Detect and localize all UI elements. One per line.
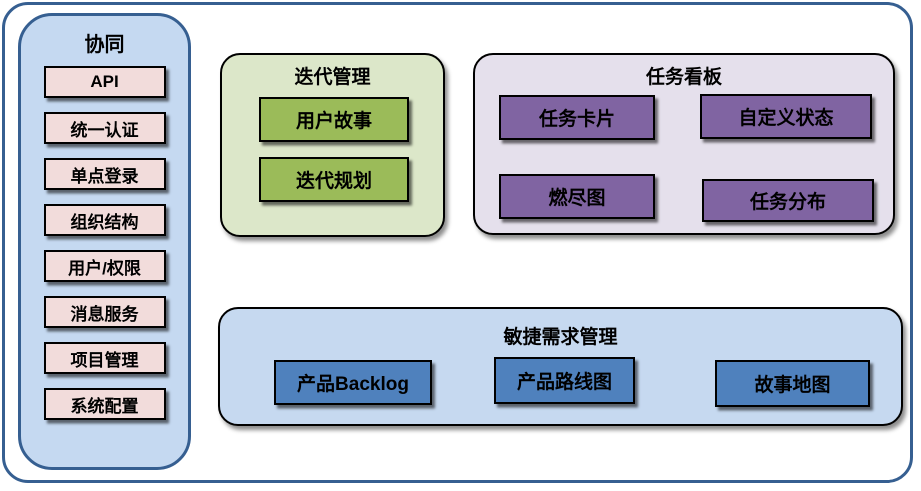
task-board-title: 任务看板 xyxy=(645,67,722,88)
sidebar-item-unified-auth: 统一认证 xyxy=(43,112,166,144)
custom-status-box: 自定义状态 xyxy=(700,94,872,139)
sidebar-item-sso: 单点登录 xyxy=(43,158,166,190)
sidebar-item-list: API 统一认证 单点登录 组织结构 用户/权限 消息服务 项目管理 系统配置 xyxy=(21,66,188,420)
collaboration-group-title: 协同 xyxy=(84,34,125,56)
agile-requirements-title: 敏捷需求管理 xyxy=(503,327,618,348)
diagram-frame: 协同 API 统一认证 单点登录 组织结构 用户/权限 消息服务 项目管理 系统… xyxy=(2,2,913,483)
iteration-management-title: 迭代管理 xyxy=(294,67,371,88)
task-card-box: 任务卡片 xyxy=(499,95,655,140)
sidebar-item-system-config: 系统配置 xyxy=(43,388,166,420)
sidebar-item-api: API xyxy=(43,66,166,98)
task-distribution-box: 任务分布 xyxy=(702,179,874,222)
product-backlog-box: 产品Backlog xyxy=(274,360,432,405)
sidebar-item-project-management: 项目管理 xyxy=(43,342,166,374)
burndown-chart-box: 燃尽图 xyxy=(499,174,655,219)
sidebar-item-org-structure: 组织结构 xyxy=(43,204,166,236)
task-board-panel: 任务看板 任务卡片 自定义状态 燃尽图 任务分布 xyxy=(473,53,895,235)
user-story-box: 用户故事 xyxy=(259,97,409,142)
agile-requirements-panel: 敏捷需求管理 产品Backlog 产品路线图 故事地图 xyxy=(218,307,903,426)
iteration-planning-box: 迭代规划 xyxy=(259,157,409,202)
sidebar-item-user-permission: 用户/权限 xyxy=(43,250,166,282)
collaboration-group: 协同 API 统一认证 单点登录 组织结构 用户/权限 消息服务 项目管理 系统… xyxy=(18,13,191,470)
product-roadmap-box: 产品路线图 xyxy=(494,357,635,404)
iteration-management-panel: 迭代管理 用户故事 迭代规划 xyxy=(220,53,445,237)
story-map-box: 故事地图 xyxy=(715,360,870,407)
sidebar-item-message-service: 消息服务 xyxy=(43,296,166,328)
